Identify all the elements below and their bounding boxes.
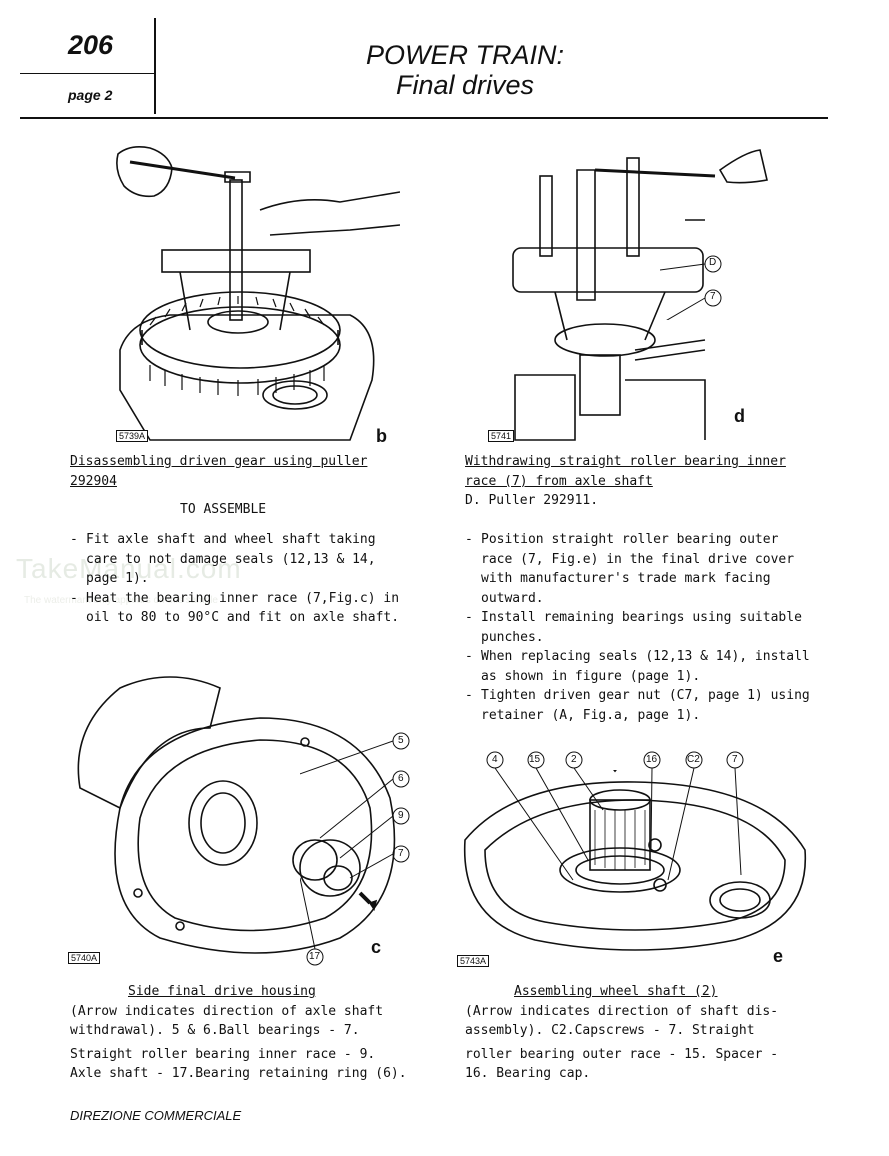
figure-c-caption-line-1: (Arrow indicates direction of axle shaft [70, 1003, 384, 1019]
header-divider [20, 117, 828, 119]
figure-d-illustration [512, 149, 768, 441]
figure-e-caption-line-1: (Arrow indicates direction of shaft dis- [465, 1003, 779, 1019]
figure-e-letter: e [773, 946, 784, 966]
figure-e-callout-15: 15 [529, 754, 541, 765]
figure-d-caption-line-1: Withdrawing straight roller bearing inne… [465, 454, 786, 469]
figure-b-caption-line-1: Disassembling driven gear using puller [70, 454, 368, 469]
figure-b-caption: Disassembling driven gear using puller 2… [70, 452, 367, 491]
right-bullet-3: When replacing seals (12,13 & 14), insta… [465, 647, 815, 686]
figure-d-callout-7: 7 [710, 291, 716, 302]
header-divider-short [20, 73, 155, 74]
footer-text: DIREZIONE COMMERCIALE [70, 1108, 242, 1123]
figure-c-caption-line-3: Straight roller bearing inner race - 9. [70, 1046, 376, 1062]
page-label: page 2 [68, 87, 113, 103]
figure-d-tag: 5741 [488, 430, 515, 442]
figure-c-callout-6: 6 [398, 773, 404, 784]
figure-e-caption-title: Assembling wheel shaft (2) [514, 984, 718, 999]
title-line-1: POWER TRAIN: [365, 40, 564, 70]
figure-b-tag: 5739A [116, 430, 149, 442]
figure-d-letter: d [734, 406, 745, 426]
figure-d-caption-line-3: D. Puller 292911. [465, 493, 599, 508]
figure-e-caption-line-4: 16. Bearing cap. [465, 1066, 591, 1081]
right-bullet-2: Install remaining bearings using suitabl… [465, 608, 815, 647]
figure-e-callout-2: 2 [571, 754, 577, 765]
figure-c-caption-line-4: Axle shaft - 17.Bearing retaining ring (… [70, 1066, 407, 1081]
right-bullet-1: Position straight roller bearing outer r… [465, 530, 815, 608]
figure-e-tag: 5743A [457, 955, 490, 967]
figure-c-tag: 5740A [68, 952, 101, 964]
header-vertical-divider [154, 18, 156, 114]
figure-b-illustration [116, 146, 400, 441]
figure-c-illustration [77, 676, 396, 954]
figure-e-callout-C2: C2 [687, 754, 700, 765]
figure-c-caption: Side final drive housing (Arrow indicate… [70, 982, 430, 1084]
right-bullet-4: Tighten driven gear nut (C7, page 1) usi… [465, 686, 815, 725]
left-bullet-2: Heat the bearing inner race (7,Fig.c) in… [70, 589, 410, 628]
figure-c-callout-7: 7 [398, 848, 404, 859]
figure-c-callout-9: 9 [398, 810, 404, 821]
figure-d-caption-line-2: race (7) from axle shaft [465, 473, 653, 489]
figure-e-callouts [486, 751, 744, 881]
figure-c-letter: c [371, 937, 382, 957]
figure-c-caption-title: Side final drive housing [128, 984, 316, 999]
figure-e-illustration [463, 770, 807, 951]
to-assemble-heading: TO ASSEMBLE [180, 502, 267, 517]
page-title: POWER TRAIN: Final drives [300, 40, 630, 100]
title-line-2: Final drives [395, 70, 535, 100]
figure-e-caption-line-3: roller bearing outer race - 15. Spacer - [465, 1046, 779, 1062]
figure-e-caption: Assembling wheel shaft (2) (Arrow indica… [465, 982, 825, 1084]
figure-c-callouts [300, 732, 410, 966]
figure-d-caption: Withdrawing straight roller bearing inne… [465, 452, 786, 511]
figure-e-caption-line-2: assembly). C2.Capscrews - 7. Straight [465, 1023, 755, 1038]
figure-c-callout-17: 17 [309, 951, 321, 962]
figure-c-callout-5: 5 [398, 735, 404, 746]
figure-d-callouts [660, 255, 722, 320]
figure-b-caption-line-2: 292904 [70, 473, 117, 489]
section-number: 206 [68, 30, 114, 60]
figure-b-letter: b [376, 426, 387, 446]
left-bullet-1: Fit axle shaft and wheel shaft taking ca… [70, 530, 410, 589]
right-bullet-list: Position straight roller bearing outer r… [465, 530, 815, 725]
figure-c-caption-line-2: withdrawal). 5 & 6.Ball bearings - 7. [70, 1023, 360, 1038]
figure-e-callout-16: 16 [646, 754, 658, 765]
figure-e-callout-7: 7 [732, 754, 738, 765]
figure-d-callout-D: D [709, 257, 717, 268]
figure-e-callout-4: 4 [492, 754, 498, 765]
left-bullet-list: Fit axle shaft and wheel shaft taking ca… [70, 530, 410, 628]
